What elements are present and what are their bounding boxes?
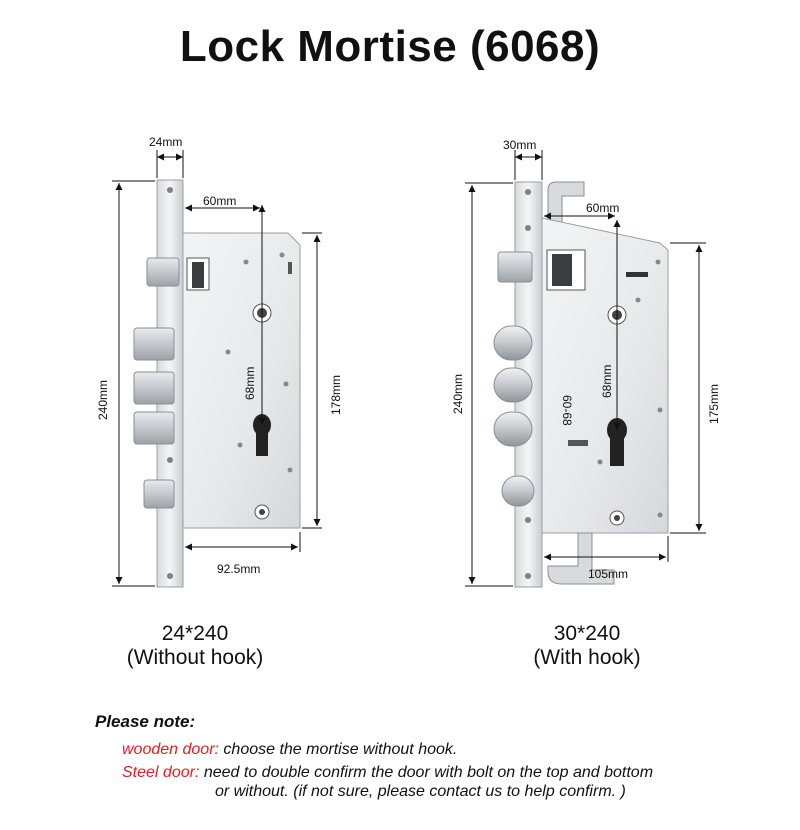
mortise-stamp: 60-68 <box>560 395 574 426</box>
left-caption-size: 24*240 <box>161 622 229 645</box>
please-note: Please note: wooden door: choose the mor… <box>95 712 785 805</box>
right-dimensions <box>465 150 706 587</box>
note-steel-text-1: need to double confirm the door with bol… <box>203 764 654 781</box>
mortise-with-hook: 60-68 <box>493 181 669 588</box>
note-wooden-label: wooden door: <box>122 741 219 758</box>
note-steel-text-2: or without. (if not sure, please contact… <box>215 783 626 800</box>
right-caption: 30*240 (With hook) <box>487 622 687 670</box>
left-case-width: 92.5mm <box>217 562 260 576</box>
left-faceplate-width: 24mm <box>149 135 182 149</box>
left-backset: 60mm <box>203 194 236 208</box>
right-case-width: 105mm <box>588 567 628 581</box>
note-steel-label: Steel door: <box>122 764 200 781</box>
left-case-height: 178mm <box>329 375 343 415</box>
right-backset: 60mm <box>586 201 619 215</box>
right-caption-size: 30*240 <box>553 622 621 645</box>
note-wooden-text: choose the mortise without hook. <box>223 741 458 758</box>
left-caption: 24*240 (Without hook) <box>95 622 295 670</box>
note-wooden-door: wooden door: choose the mortise without … <box>122 740 785 759</box>
right-caption-type: (With hook) <box>533 646 641 669</box>
page-title: Lock Mortise (6068) <box>179 22 601 71</box>
left-total-height: 240mm <box>96 380 110 420</box>
right-faceplate-width: 30mm <box>503 138 536 152</box>
left-center-distance: 68mm <box>243 367 257 400</box>
right-total-height: 240mm <box>451 374 465 414</box>
note-steel-door: Steel door: need to double confirm the d… <box>122 763 785 801</box>
note-heading: Please note: <box>95 712 196 731</box>
mortise-without-hook <box>133 179 301 588</box>
mortise-diagram: 24mm 60mm 240mm 68mm 178mm 92.5mm <box>96 135 721 588</box>
right-case-height: 175mm <box>707 384 721 424</box>
left-caption-type: (Without hook) <box>126 646 264 669</box>
right-center-distance: 68mm <box>600 365 614 398</box>
left-dimensions <box>112 150 322 587</box>
